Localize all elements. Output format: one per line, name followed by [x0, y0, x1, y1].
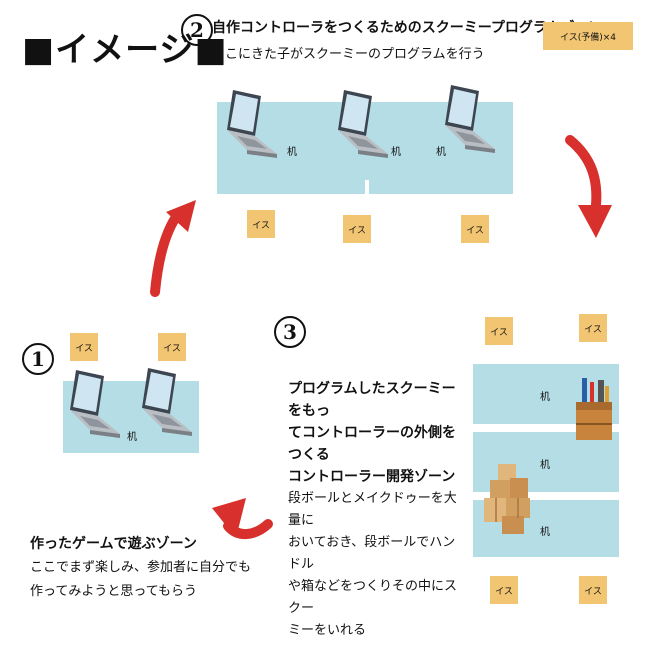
- curved-arrow-icon: [212, 498, 273, 539]
- spare-chairs-note: イス(予備)×4: [543, 22, 633, 50]
- zone3-number-badge: 3: [274, 316, 306, 348]
- zone3-description: プログラムしたスクーミーをもっ てコントローラーの外側をつくる コントローラー開…: [288, 378, 468, 642]
- desk-label: 机: [540, 460, 550, 471]
- zone3-body-line: や箱などをつくりその中にスクー: [288, 579, 458, 616]
- chair: イス: [70, 333, 98, 361]
- desk-label: 机: [540, 392, 550, 403]
- zone1-heading: 作ったゲームで遊ぶゾーン: [30, 536, 197, 552]
- chair: イス: [247, 210, 275, 238]
- desk-label: 机: [287, 147, 297, 158]
- desk-gap: [365, 180, 369, 194]
- chair: イス: [158, 333, 186, 361]
- zone1-description: 作ったゲームで遊ぶゾーン ここでまず楽しみ、参加者に自分でも 作ってみようと思っ…: [30, 532, 251, 604]
- zone2-number-badge: 2: [181, 14, 213, 46]
- curved-arrow-icon: [150, 200, 196, 297]
- cardboard-boxes-icon: [484, 464, 530, 534]
- desk-label: 机: [391, 147, 401, 158]
- zone3-body-line: 段ボールとメイクドゥーを大量に: [288, 491, 457, 528]
- zone3-body-line: ミーをいれる: [288, 623, 367, 638]
- toolbox-icon: [576, 378, 612, 440]
- chair: イス: [579, 576, 607, 604]
- chair: イス: [579, 314, 607, 342]
- chair: イス: [343, 215, 371, 243]
- desk-label: 机: [436, 147, 446, 158]
- desk-label: 机: [127, 432, 137, 443]
- zone3-heading-line: プログラムしたスクーミーをもっ: [288, 381, 456, 419]
- zone2-subtext: ここにきた子がスクーミーのプログラムを行う: [212, 47, 485, 62]
- zone3-body-line: おいておき、段ボールでハンドル: [288, 535, 456, 572]
- zone1-body-line: 作ってみようと思ってもらう: [30, 584, 198, 599]
- desk-label: 机: [540, 527, 550, 538]
- zone1-body-line: ここでまず楽しみ、参加者に自分でも: [30, 560, 252, 575]
- curved-arrow-icon: [565, 135, 612, 238]
- zone2-heading: 自作コントローラをつくるためのスクーミープログラムゾーン: [212, 20, 602, 36]
- zone3-heading-line: コントローラー開発ゾーン: [288, 469, 456, 485]
- zone1-number-badge: 1: [22, 343, 54, 375]
- zone3-heading-line: てコントローラーの外側をつくる: [288, 425, 456, 463]
- chair: イス: [490, 576, 518, 604]
- chair: イス: [485, 317, 513, 345]
- chair: イス: [461, 215, 489, 243]
